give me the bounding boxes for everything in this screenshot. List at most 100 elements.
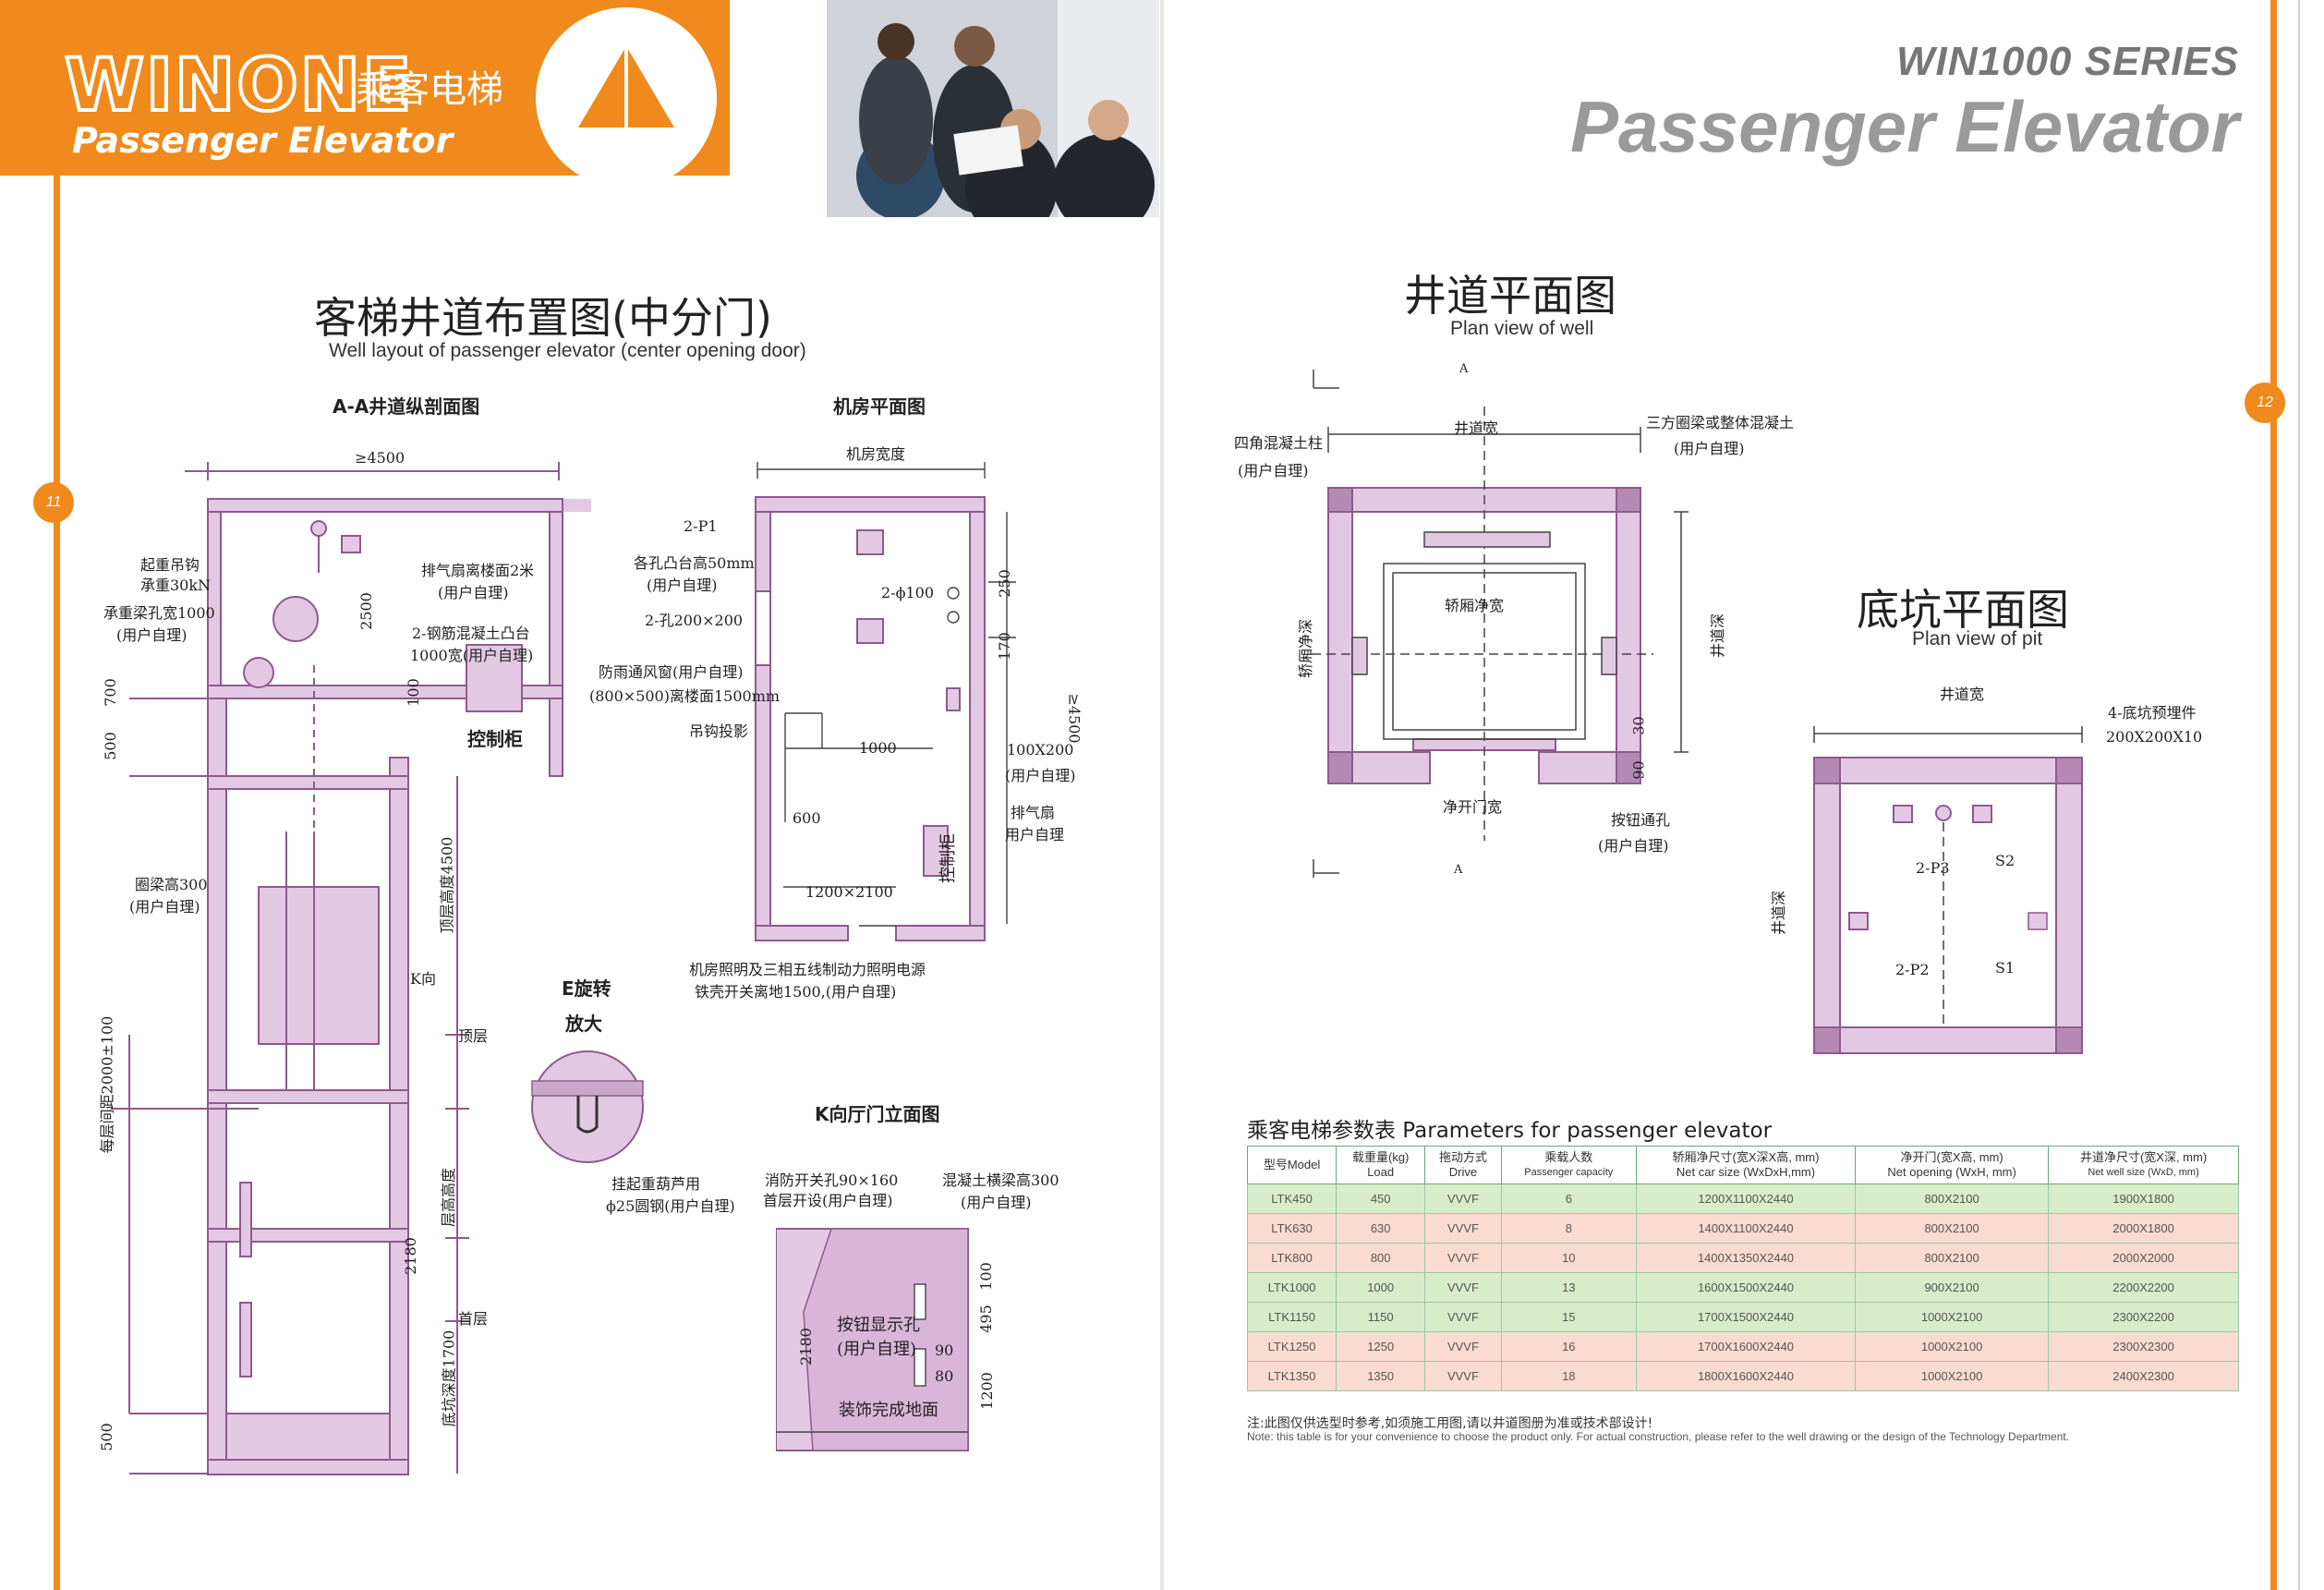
table-cell: 2000X2000 xyxy=(2048,1243,2239,1273)
lbl-dim-600: 600 xyxy=(793,809,821,827)
lbl-dim-495: 495 xyxy=(976,1305,995,1333)
table-cell: 800X2100 xyxy=(1855,1243,2050,1273)
lbl-floor-height: 层高高度 xyxy=(440,1167,458,1228)
table-cell: 1800X1600X2440 xyxy=(1635,1361,1857,1391)
lbl-hole-200: 2-孔200×200 xyxy=(645,612,744,629)
table-cell: 1250 xyxy=(1336,1331,1426,1362)
lbl-user-self-1: (用户自理) xyxy=(116,626,188,644)
th-load-cn: 载重量(kg) xyxy=(1351,1150,1410,1164)
table-cell: 13 xyxy=(1500,1272,1637,1303)
lbl-car-width: 轿厢净宽 xyxy=(1445,597,1505,614)
plan-title-en: Plan view of well xyxy=(1450,318,1594,339)
lbl-dim-700: 700 xyxy=(101,678,119,707)
th-well-size: 井道净尺寸(宽X深, mm)Net well size (WxD, mm) xyxy=(2048,1146,2239,1184)
table-cell: 1200X1100X2440 xyxy=(1635,1183,1857,1214)
left-title-en: Well layout of passenger elevator (cente… xyxy=(329,340,806,361)
lbl-user-self-5: (用户自理) xyxy=(1005,767,1076,784)
lbl-vent-size: (800×500)离楼面1500mm xyxy=(589,687,781,705)
lbl-user-self-3: (用户自理) xyxy=(129,898,200,916)
section-e-detail: E旋转 xyxy=(562,977,611,1000)
lbl-dim-80: 80 xyxy=(935,1367,954,1385)
table-cell: VVVF xyxy=(1424,1243,1502,1273)
page-number-right: 12 xyxy=(2245,382,2285,423)
table-cell: 800X2100 xyxy=(1855,1213,2050,1244)
table-cell: 1700X1500X2440 xyxy=(1635,1302,1857,1332)
lbl-p1: 2-P1 xyxy=(684,517,718,535)
lbl-user-self-r2: (用户自理) xyxy=(1674,440,1745,457)
th-load-en: Load xyxy=(1367,1165,1395,1179)
th-opening: 净开门(宽X高, mm)Net opening (WxH, mm) xyxy=(1855,1146,2050,1184)
lbl-user-self-2: (用户自理) xyxy=(438,584,509,601)
lbl-gt4500: ≥4500 xyxy=(355,449,405,467)
table-cell: 630 xyxy=(1336,1213,1426,1244)
lbl-dim-gt4500: ≥4500 xyxy=(1065,693,1083,744)
table-cell: 2400X2300 xyxy=(2048,1361,2239,1391)
lbl-user-self-r3: (用户自理) xyxy=(1598,837,1669,855)
lbl-dim-90r: 90 xyxy=(1629,760,1648,780)
table-cell: LTK1250 xyxy=(1246,1331,1338,1362)
th-model: 型号Model xyxy=(1246,1146,1338,1184)
table-cell: 1000 xyxy=(1336,1272,1426,1303)
note-en: Note: this table is for your convenience… xyxy=(1247,1430,2070,1443)
table-cell: 18 xyxy=(1500,1361,1637,1391)
lbl-dim-170: 170 xyxy=(995,632,1013,661)
lbl-hook-proj: 吊钩投影 xyxy=(689,722,749,740)
pit-title-cn: 底坑平面图 xyxy=(1857,585,2069,635)
table-cell: 1900X1800 xyxy=(2048,1183,2239,1214)
lbl-p3: 2-P3 xyxy=(1916,859,1950,877)
lbl-embed-size: 200X200X10 xyxy=(2106,728,2203,746)
lbl-hole-platform: 各孔凸台高50mm xyxy=(634,554,755,572)
table-cell: 10 xyxy=(1500,1243,1637,1273)
table-cell: 900X2100 xyxy=(1855,1272,2050,1303)
lbl-a-top: A xyxy=(1459,362,1469,376)
lbl-hoist-load: 承重30kN xyxy=(140,577,212,594)
table-cell: VVVF xyxy=(1424,1361,1502,1391)
series-title: WIN1000 SERIES xyxy=(1895,39,2239,84)
note-cn: 注:此图仅供选型时参考,如须施工用图,请以井道图册为准或技术部设计! xyxy=(1247,1416,1653,1431)
brand-category-cn: 乘客电梯 xyxy=(356,68,503,111)
lbl-s1: S1 xyxy=(1995,959,2015,977)
e-detail-drawing xyxy=(531,1050,644,1163)
table-cell: LTK1150 xyxy=(1246,1302,1338,1332)
pit-plan-drawing xyxy=(1813,726,2083,1054)
lbl-dim-2500: 2500 xyxy=(357,592,375,630)
lbl-dim-1200: 1200 xyxy=(977,1372,996,1410)
section-k-view: K向厅门立面图 xyxy=(815,1103,940,1125)
table-cell: LTK800 xyxy=(1246,1243,1338,1273)
th-car-size: 轿厢净尺寸(宽X深X高, mm)Net car size (WxDxH,mm) xyxy=(1635,1146,1857,1184)
lbl-user-provide: 用户自理 xyxy=(1005,826,1065,844)
brand-category-en: Passenger Elevator xyxy=(72,120,454,161)
lbl-dim-500a: 500 xyxy=(101,732,119,760)
lbl-hoist-hook: 起重吊钩 xyxy=(140,556,200,574)
left-title-cn: 客梯井道布置图(中分门) xyxy=(314,293,772,343)
table-cell: LTK630 xyxy=(1246,1213,1338,1244)
lbl-steel-25: ϕ25圆钢(用户自理) xyxy=(606,1197,735,1215)
table-cell: VVVF xyxy=(1424,1183,1502,1214)
right-page-edge xyxy=(2298,0,2324,1590)
th-well-size-en: Net well size (WxD, mm) xyxy=(2088,1167,2199,1178)
lbl-ring-beam3: 三方圈梁或整体混凝土 xyxy=(1646,414,1795,431)
lbl-machine-width: 机房宽度 xyxy=(846,445,906,463)
lbl-door-width: 净开门宽 xyxy=(1443,798,1503,816)
lbl-ring-beam: 圈梁高300 xyxy=(135,876,208,893)
table-cell: VVVF xyxy=(1424,1272,1502,1303)
lbl-user-self-6: (用户自理) xyxy=(961,1194,1032,1211)
lbl-ground: 首层 xyxy=(458,1310,489,1328)
passenger-elevator-title: Passenger Elevator xyxy=(1569,86,2239,167)
lbl-lighting: 机房照明及三相五线制动力照明电源 xyxy=(689,961,926,978)
lbl-dim-30: 30 xyxy=(1629,716,1648,735)
table-cell: 1700X1600X2440 xyxy=(1635,1331,1857,1362)
lbl-car-depth: 轿厢净深 xyxy=(1297,618,1315,679)
lbl-concrete-beam: 混凝土横梁高300 xyxy=(942,1171,1059,1189)
lbl-top-height: 顶层高度4500 xyxy=(438,836,456,934)
lbl-exhaust-fan: 排气扇 xyxy=(1011,804,1056,821)
table-title: 乘客电梯参数表 Parameters for passenger elevato… xyxy=(1247,1119,1773,1143)
lbl-top-floor: 顶层 xyxy=(458,1027,489,1045)
table-cell: 1350 xyxy=(1336,1361,1426,1391)
left-accent-line xyxy=(54,0,60,1590)
section-e-detail-2: 放大 xyxy=(565,1013,602,1035)
page-spine xyxy=(1160,0,1164,1590)
